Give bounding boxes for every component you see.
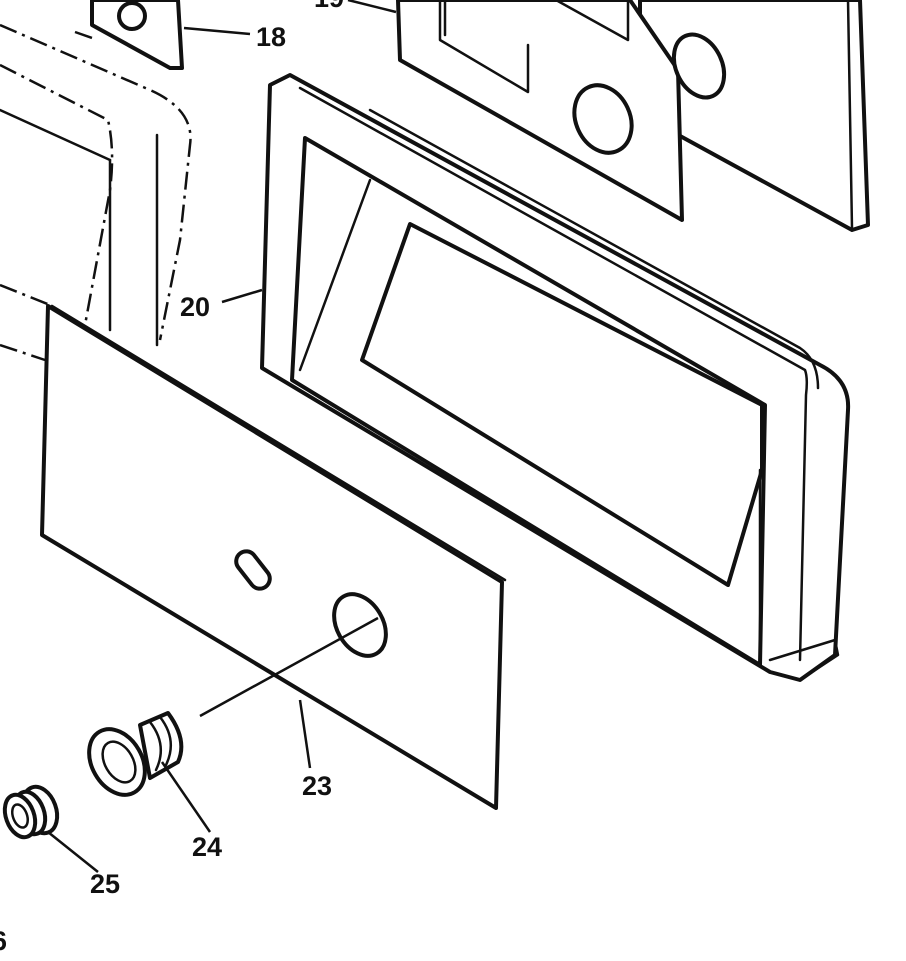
part-19-gasket-plate <box>396 0 727 222</box>
leader-25 <box>47 831 99 873</box>
bracket-hole <box>117 1 147 31</box>
leader-24 <box>160 761 212 833</box>
front-plate-slot <box>234 549 272 591</box>
callout-25: 25 <box>90 869 120 899</box>
gasket-hole-lower <box>572 83 634 155</box>
leader-insert-24 <box>199 616 379 718</box>
leader-19 <box>347 0 397 14</box>
callout-26: 6 <box>0 926 7 956</box>
back-panel-hole <box>671 32 727 100</box>
leader-lines <box>47 0 397 873</box>
leader-18 <box>183 26 251 36</box>
part-24-bushing <box>87 711 184 797</box>
callout-19: 19 <box>314 0 344 13</box>
part-18-bracket <box>90 0 184 70</box>
part-23-front-plate <box>40 304 507 810</box>
part-25-spring <box>2 784 60 840</box>
callout-20: 20 <box>180 292 210 322</box>
assembly-guide-lines <box>0 23 192 362</box>
callout-18: 18 <box>256 22 286 52</box>
leader-23 <box>298 699 312 769</box>
part-20-bezel-frame <box>260 73 851 682</box>
callout-23: 23 <box>302 771 332 801</box>
leader-20 <box>221 288 263 304</box>
callout-24: 24 <box>192 832 222 862</box>
front-plate-hole <box>332 592 388 658</box>
